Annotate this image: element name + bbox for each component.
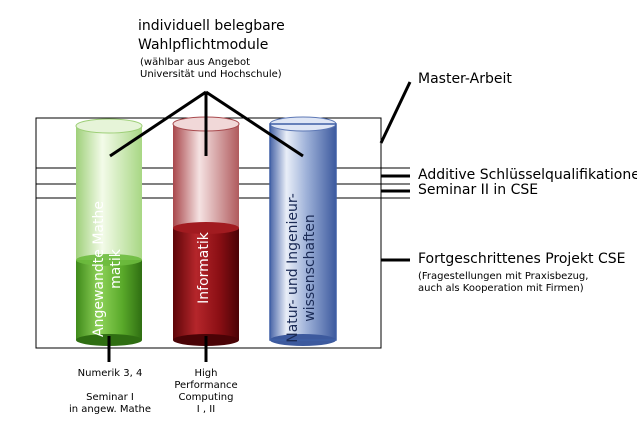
cylinder-label-math: Angewandte Mathe matik [91, 201, 124, 337]
label-seminar2: Seminar II in CSE [418, 182, 539, 198]
cylinder-math [75, 118, 143, 346]
cylinder-label-informatik: Informatik [196, 232, 212, 304]
bottom-inf-1: High [194, 368, 218, 379]
label-projekt: Fortgeschrittenes Projekt CSE [418, 251, 626, 267]
pointer-master [379, 81, 412, 144]
label-projekt-sub1: (Fragestellungen mit Praxisbezug, [418, 271, 589, 282]
top-label-line2: Wahlpflichtmodule [138, 37, 269, 53]
cylinder-natur [269, 116, 337, 346]
top-label-sub1: (wählbar aus Angebot [140, 57, 251, 68]
bottom-inf-4: I , II [196, 404, 216, 415]
pointer-math [109, 90, 207, 158]
top-label-line1: individuell belegbare [138, 18, 285, 34]
cylinder-label-natur: Natur- und Ingenieur- wissenschaften [285, 193, 318, 343]
bottom-inf-2: Performance [174, 380, 238, 391]
label-projekt-sub2: auch als Kooperation mit Firmen) [418, 283, 584, 294]
bottom-inf-3: Computing [178, 392, 234, 403]
label-master: Master-Arbeit [418, 71, 512, 87]
pointer-natur [205, 90, 304, 158]
bottom-math-1: Numerik 3, 4 [77, 368, 143, 379]
bottom-math-3: in angew. Mathe [68, 404, 152, 415]
bottom-math-2: Seminar I [86, 392, 134, 403]
top-label-sub2: Universität und Hochschule) [140, 69, 282, 80]
label-additive: Additive Schlüsselqualifikationen [418, 167, 637, 183]
